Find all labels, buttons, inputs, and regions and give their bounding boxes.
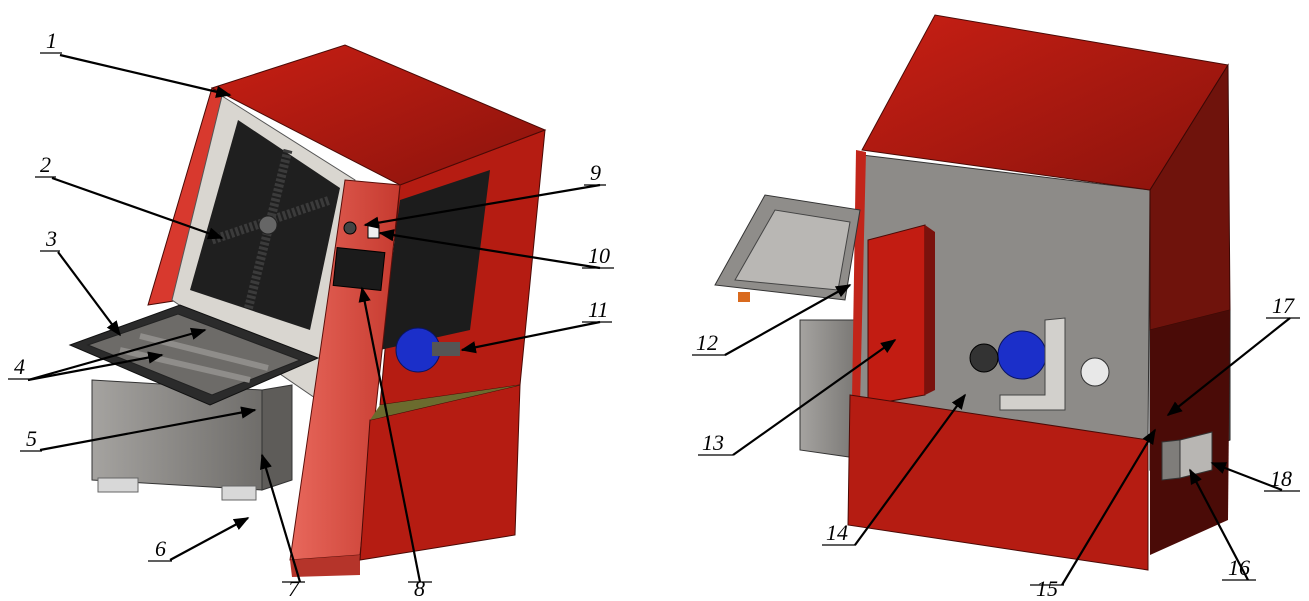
control-switch	[367, 224, 380, 239]
callout-15: 15	[1036, 576, 1058, 601]
callout-7: 7	[288, 576, 300, 601]
leader-4b	[27, 327, 207, 382]
control-knob	[343, 221, 357, 235]
machine-front-left-view	[68, 44, 547, 577]
callout-17: 17	[1272, 293, 1295, 318]
callout-14: 14	[826, 520, 848, 545]
leader-11	[460, 320, 601, 354]
callout-12: 12	[696, 330, 718, 355]
callout-1: 1	[46, 28, 57, 53]
leader-2	[51, 176, 224, 240]
pulley-right	[1080, 357, 1110, 387]
tray-rail-1	[119, 347, 251, 383]
rear-housing-opening	[380, 170, 490, 350]
callout-5: 5	[26, 426, 37, 451]
right-side-panel-lower	[1150, 310, 1230, 555]
electrical-cabinet	[867, 224, 926, 406]
right-tray-bed	[734, 209, 851, 291]
leader-15	[1061, 428, 1156, 586]
callout-labels: 1 2 3 4 5 6 7 8 9 10 11 12 13 14 15 16 1…	[8, 28, 1300, 601]
machine-rear-right-view	[714, 14, 1231, 571]
leader-9	[363, 183, 601, 229]
callout-6: 6	[155, 536, 166, 561]
leader-3	[57, 251, 121, 337]
callout-3: 3	[45, 226, 57, 251]
callout-2: 2	[40, 152, 51, 177]
callout-11: 11	[588, 297, 608, 322]
tray-label	[738, 292, 750, 302]
leader-13	[732, 339, 897, 456]
side-box	[1179, 431, 1213, 479]
top-roof	[210, 44, 547, 186]
motor-bracket	[999, 317, 1066, 411]
lower-cover-top	[370, 385, 520, 420]
leader-14	[854, 393, 966, 546]
right-motor	[997, 330, 1047, 380]
callout-9: 9	[590, 160, 601, 185]
pulley-left	[969, 343, 999, 373]
side-box-front	[1161, 439, 1181, 481]
base-cabinet-side	[261, 384, 293, 491]
leader-8	[358, 286, 422, 583]
callout-4: 4	[14, 354, 25, 379]
motor-shaft	[432, 342, 460, 356]
leader-17	[1166, 317, 1291, 416]
front-housing-edge	[290, 555, 360, 577]
right-lower-cover	[847, 394, 1149, 571]
electrical-cabinet-side	[925, 225, 935, 395]
leader-7	[260, 453, 302, 583]
leader-5	[39, 406, 257, 452]
leader-10	[378, 229, 601, 270]
leader-18	[1210, 461, 1283, 492]
callout-leaders	[27, 53, 1291, 586]
leader-12	[724, 284, 852, 356]
callout-10: 10	[588, 243, 610, 268]
rod-hub	[258, 215, 278, 235]
callout-8: 8	[414, 576, 425, 601]
leader-6	[169, 517, 250, 561]
callout-18: 18	[1270, 466, 1292, 491]
control-display	[332, 247, 386, 291]
foot-left	[97, 477, 139, 493]
leader-16	[1189, 468, 1249, 581]
leader-4a	[27, 351, 164, 382]
callout-13: 13	[702, 430, 724, 455]
callout-16: 16	[1228, 555, 1250, 580]
foot-right	[221, 485, 257, 501]
leader-1	[59, 53, 232, 98]
